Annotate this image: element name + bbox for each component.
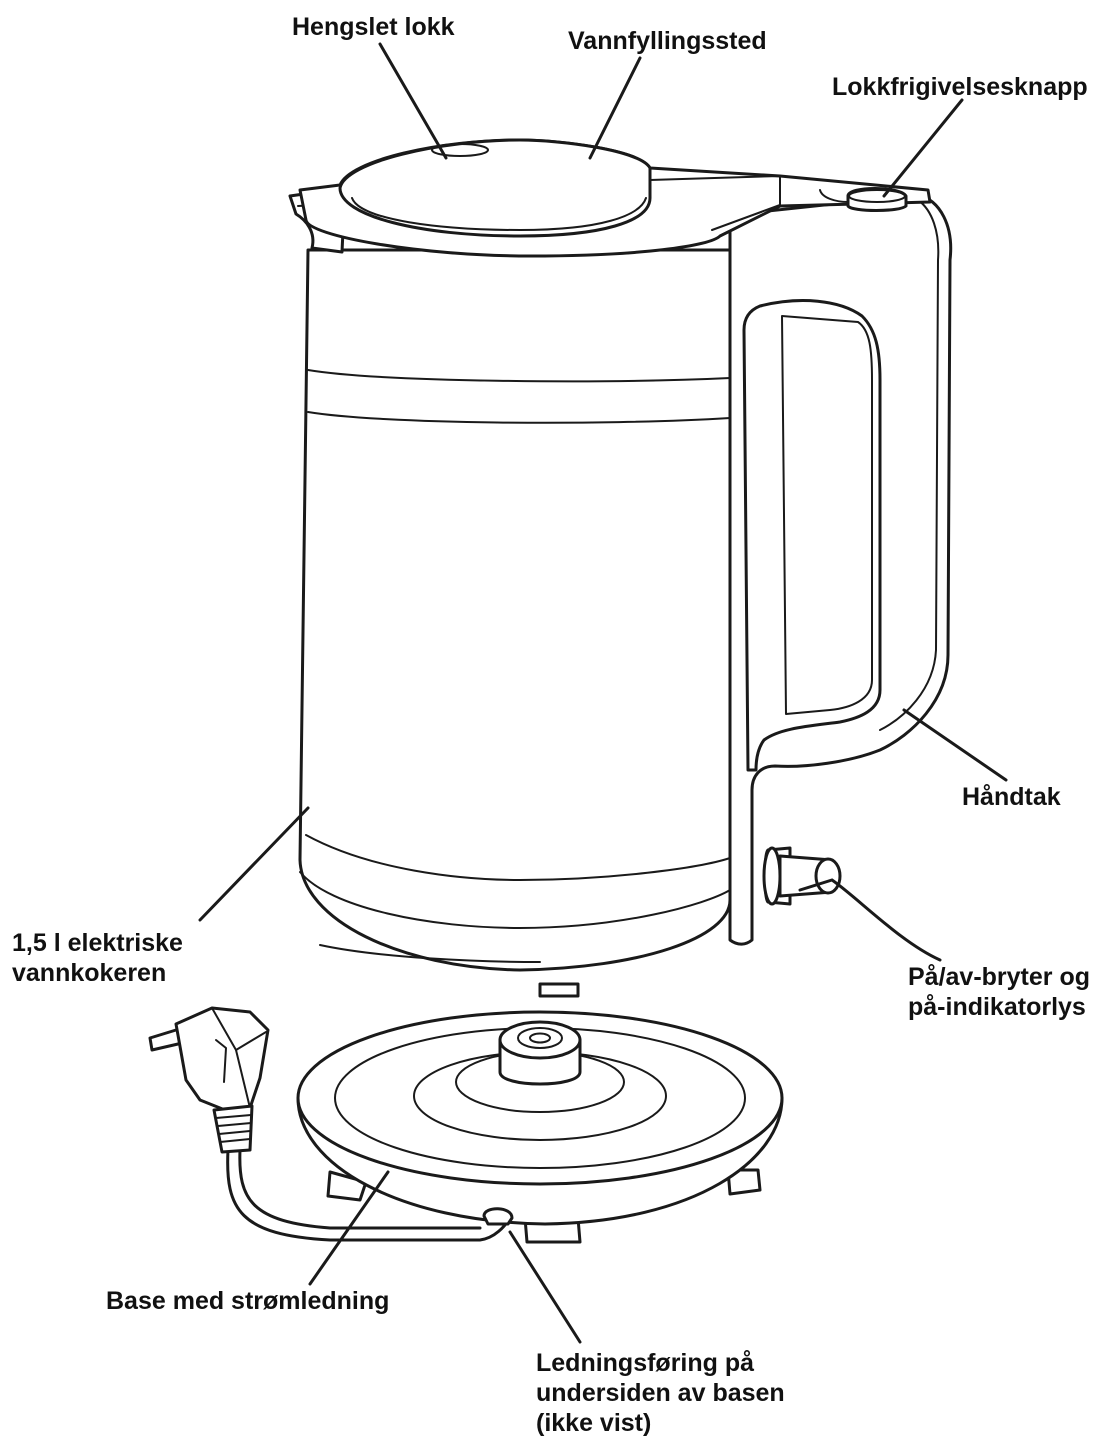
label-kettle-line-2: vannkokeren <box>12 959 167 987</box>
label-water-fill: Vannfyllingssted <box>568 27 767 55</box>
label-switch-line-2: på-indikatorlys <box>908 993 1086 1021</box>
label-cord-wrap-line-3: (ikke vist) <box>536 1409 652 1437</box>
kettle-body <box>298 248 732 998</box>
plug <box>148 1006 270 1154</box>
label-kettle-line-1: 1,5 l elektriske <box>12 929 183 957</box>
label-cord-wrap-line-2: undersiden av basen <box>536 1379 785 1407</box>
label-kettle: 1,5 l elektriske vannkokeren <box>12 928 183 988</box>
label-switch: På/av-bryter og på-indikatorlys <box>908 962 1090 1022</box>
label-switch-line-1: På/av-bryter og <box>908 963 1091 991</box>
label-hinged-lid: Hengslet lokk <box>292 13 455 41</box>
kettle-handle <box>728 193 953 946</box>
label-base: Base med strømledning <box>106 1287 390 1315</box>
label-cord-wrap: Ledningsføring på undersiden av basen (i… <box>536 1348 785 1438</box>
label-lid-release: Lokkfrigivelsesknapp <box>832 73 1088 101</box>
leader-lines <box>198 42 1008 1344</box>
kettle-base <box>296 1010 784 1244</box>
kettle-lid <box>298 138 932 258</box>
label-cord-wrap-line-1: Ledningsføring på <box>536 1349 755 1377</box>
label-handle: Håndtak <box>962 783 1061 811</box>
power-cord <box>226 1148 512 1242</box>
